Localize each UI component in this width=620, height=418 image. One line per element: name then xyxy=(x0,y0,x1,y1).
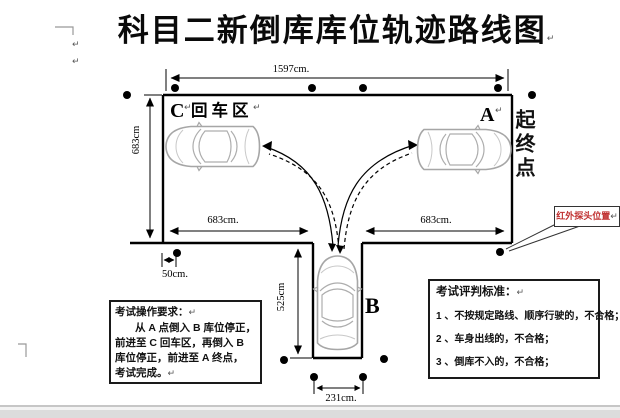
exam-operation-line: 从 A 点倒入 B 库位停正， xyxy=(135,322,256,334)
window-bottom-strip xyxy=(0,405,620,418)
dim-slot-depth-label: 525cm xyxy=(276,283,287,312)
infrared-sensor-callout: 红外探头位置↵ xyxy=(554,206,620,227)
sensor-dot xyxy=(280,356,288,364)
exam-operation-box: 考试操作要求：↵ 从 A 点倒入 B 库位停正， 前进至 C 回车区，再倒入 B… xyxy=(109,300,262,384)
pilcrow-mark: ↵ xyxy=(495,106,503,116)
car-c-top-view xyxy=(165,121,261,172)
exam-criteria-item: 3 、倒库不入的，不合格； xyxy=(436,357,555,368)
pilcrow-mark: ↵ xyxy=(517,170,525,180)
sensor-dot xyxy=(308,84,316,92)
sensor-dot xyxy=(171,84,179,92)
trajectory-left-dashed xyxy=(268,153,340,250)
exam-criteria-box: 考试评判标准：↵ 1 、不按规定路线、顺序行驶的，不合格； 2 、车身出线的，不… xyxy=(428,279,620,379)
trajectory-right-solid xyxy=(337,144,415,247)
pilcrow-mark: ↵ xyxy=(253,103,261,113)
dimension-lines xyxy=(144,69,509,394)
sensor-dot xyxy=(496,248,504,256)
exam-criteria-heading: 考试评判标准：↵ xyxy=(436,286,525,298)
pilcrow-mark: ↵ xyxy=(188,308,197,318)
exam-operation-heading: 考试操作要求：↵ xyxy=(115,306,197,318)
course-boundaries xyxy=(130,93,514,360)
dim-left-height-label: 683cm xyxy=(131,126,142,155)
sensor-dot xyxy=(380,355,388,363)
trajectory-arrowheads xyxy=(262,140,418,254)
pilcrow-mark: ↵ xyxy=(610,212,618,222)
infrared-sensor-callout-text: 红外探头位置 xyxy=(556,211,611,221)
label-a: A xyxy=(480,104,495,126)
trajectory-curves xyxy=(265,144,415,250)
trajectory-left-solid xyxy=(265,146,334,247)
position-labels: C 回车区 A B xyxy=(170,100,495,318)
sensor-dot xyxy=(310,373,318,381)
exam-operation-line: 库位停正，前进至 A 终点， xyxy=(115,352,244,364)
sensor-dots xyxy=(123,84,536,381)
page-title: 科目二新倒库库位轨迹路线图↵ xyxy=(118,5,557,50)
page-title-text: 科目二新倒库库位轨迹路线图 xyxy=(117,13,547,48)
sensor-dot xyxy=(359,84,367,92)
pilcrow-mark: ↵ xyxy=(546,34,557,44)
pilcrow-mark: ↵ xyxy=(184,103,192,113)
pilcrow-mark: ↵ xyxy=(72,57,80,67)
dim-sensor-offset-label: 50cm. xyxy=(162,269,188,280)
exam-operation-line: 前进至 C 回车区，再倒入 B xyxy=(115,337,244,349)
dim-top-width-label: 1597cm. xyxy=(273,64,309,75)
exam-operation-line: 考试完成。↵ xyxy=(115,367,176,379)
sensor-dot xyxy=(494,84,502,92)
dimension-labels: 1597cm. 683cm 683cm. 683cm. 50cm. 525cm … xyxy=(131,64,452,404)
exam-criteria-item: 1 、不按规定路线、顺序行驶的，不合格； xyxy=(436,311,620,322)
dim-slot-width-label: 231cm. xyxy=(325,393,356,404)
sensor-dot xyxy=(123,91,131,99)
start-end-point-label: 起终点 xyxy=(512,109,534,181)
dim-bottom-right-label: 683cm. xyxy=(420,215,451,226)
exam-criteria-item: 2 、车身出线的，不合格； xyxy=(436,334,555,345)
sensor-dot xyxy=(173,249,181,257)
label-area-c-name: 回车区 xyxy=(191,100,253,120)
sensor-dot xyxy=(359,373,367,381)
page-corner-marks xyxy=(18,26,74,357)
dim-bottom-left-label: 683cm. xyxy=(207,215,238,226)
car-b-top-view xyxy=(312,255,363,351)
callout-leader xyxy=(505,223,581,252)
pilcrow-mark: ↵ xyxy=(167,369,176,379)
label-b: B xyxy=(365,293,380,318)
label-c: C xyxy=(170,100,184,122)
pilcrow-mark: ↵ xyxy=(72,40,80,50)
pilcrow-mark: ↵ xyxy=(516,288,525,298)
car-a-top-view xyxy=(416,124,512,175)
sensor-dot xyxy=(528,91,536,99)
trajectory-right-dashed xyxy=(343,152,413,250)
